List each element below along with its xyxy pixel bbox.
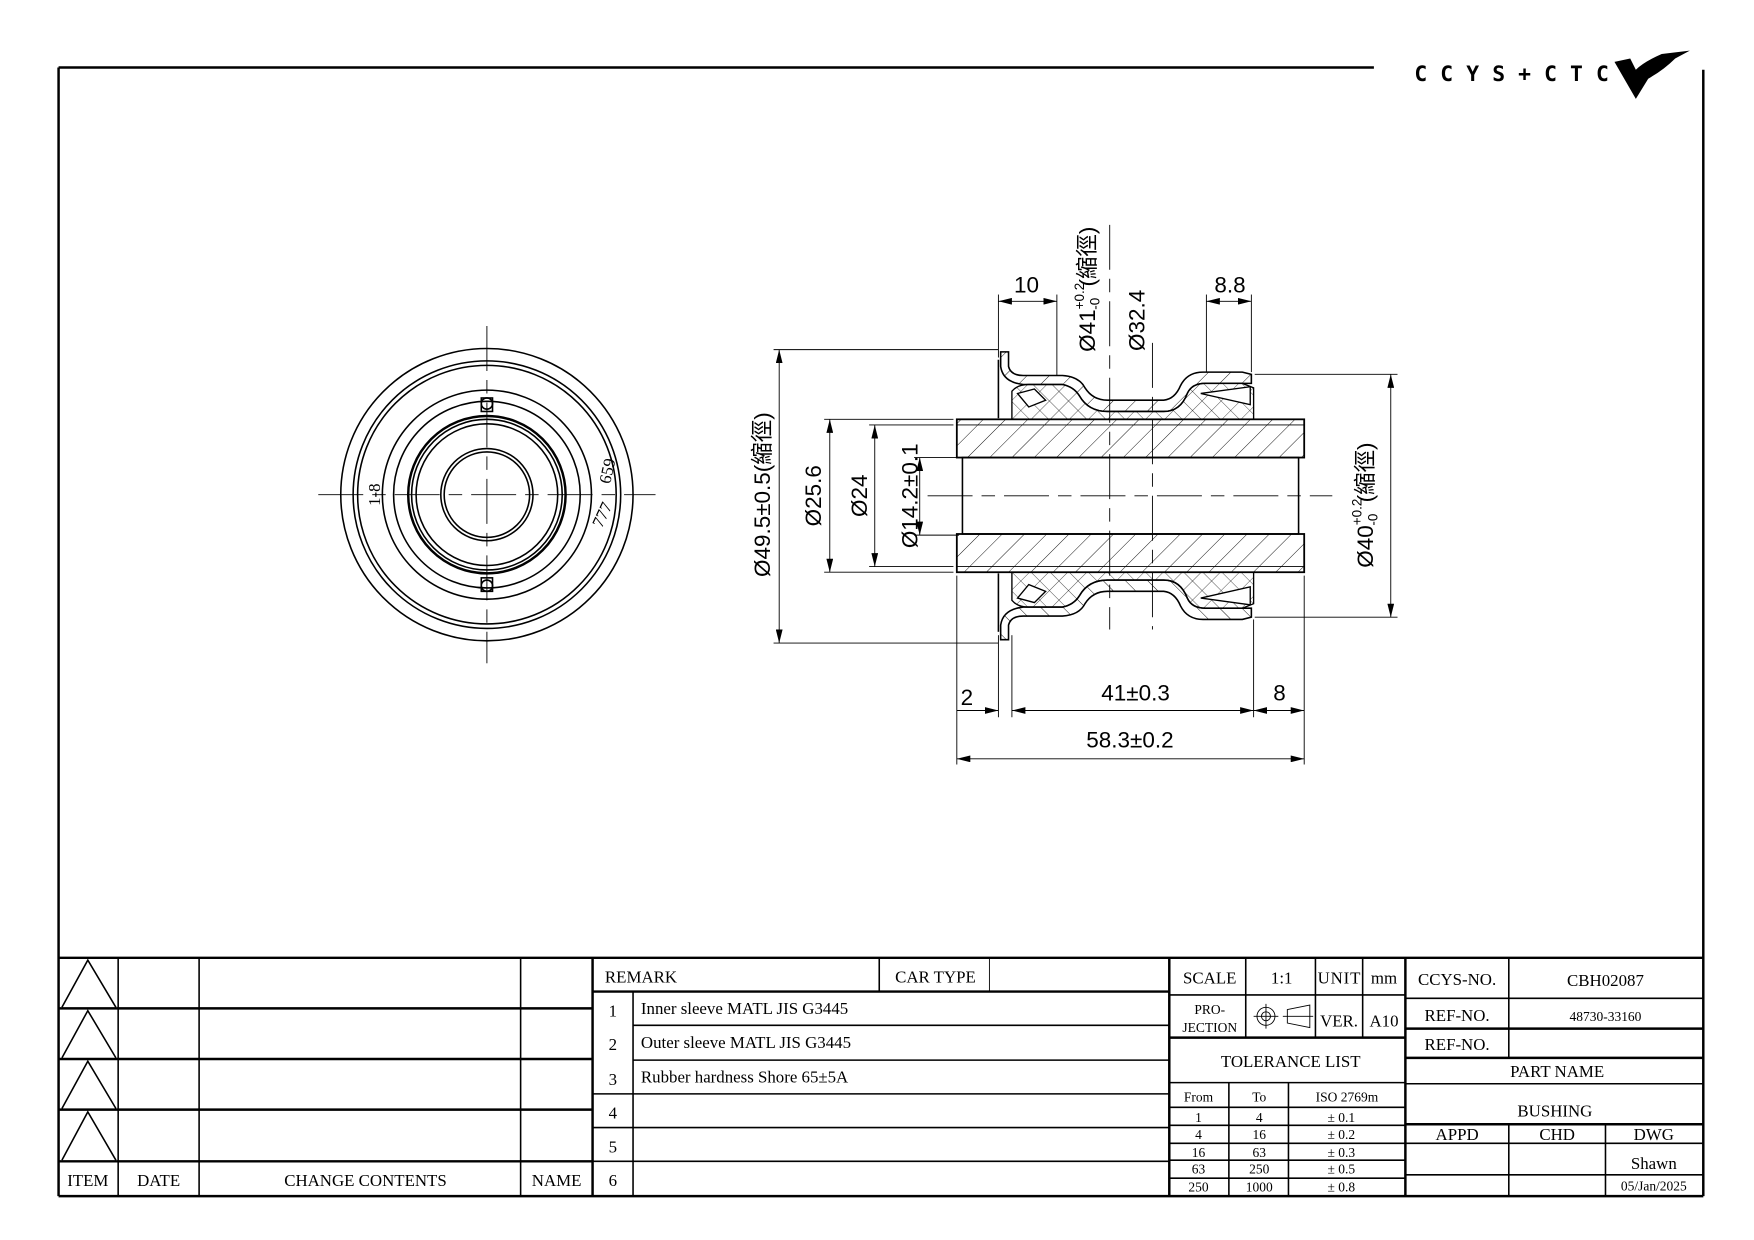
tolerance-title: TOLERANCE LIST [1221, 1052, 1361, 1071]
end-mark-1: 1-8 [365, 483, 384, 505]
remark-header: REMARK [605, 968, 677, 987]
remark-row: 4 [609, 1104, 618, 1123]
dimensions: 10 8.8 Ø41+0.2-0(縮徑) Ø32.4 Ø49.5±0.5(縮徑)… [750, 227, 1398, 765]
part-info-block: CCYS-NO. CBH02087 REF-NO. 48730-33160 RE… [1404, 957, 1704, 1197]
tol-to: 1000 [1246, 1180, 1273, 1195]
dim-flange-width: 10 [1014, 272, 1039, 297]
ref-no-label-1: REF-NO. [1425, 1006, 1490, 1025]
tol-to: 4 [1256, 1110, 1263, 1125]
remark-no: 6 [609, 1171, 617, 1190]
dim-d32: Ø32.4 [1125, 290, 1150, 351]
remark-row: 5 [609, 1137, 617, 1156]
tol-from: 63 [1192, 1162, 1206, 1177]
spec-block: SCALE 1:1 UNIT mm PRO- JECTION VER. A10 … [1168, 957, 1406, 1197]
svg-text:CCYS+CTC: CCYS+CTC [1414, 62, 1611, 87]
dim-d40: Ø40+0.2-0(縮徑) [1350, 442, 1381, 567]
tol-value: ± 0.2 [1327, 1127, 1355, 1142]
logo-mark-icon [1614, 50, 1690, 99]
third-angle-projection-icon [1253, 1003, 1314, 1029]
dim-end-width: 8.8 [1214, 272, 1245, 297]
remark-text: Inner sleeve MATL JIS G3445 [641, 999, 848, 1018]
section-view [927, 224, 1333, 641]
dim-total-length: 58.3±0.2 [1086, 728, 1173, 753]
end-view: 1-8 659 777 [318, 326, 656, 664]
remark-no: 5 [609, 1137, 617, 1156]
rev-header-name: NAME [532, 1171, 582, 1190]
tol-to: 250 [1249, 1162, 1269, 1177]
projection-label: JECTION [1182, 1020, 1237, 1035]
projection-label: PRO- [1194, 1002, 1225, 1017]
tolerance-row: 16 63 ± 0.3 [1192, 1145, 1356, 1160]
dim-d25: Ø25.6 [801, 465, 826, 526]
chd-label: CHD [1539, 1125, 1575, 1144]
unit-value: mm [1371, 969, 1397, 988]
tol-from: 1 [1195, 1110, 1202, 1125]
ref-no-label-2: REF-NO. [1425, 1035, 1490, 1054]
remark-no: 2 [609, 1035, 617, 1054]
dim-flange-thickness: 2 [961, 685, 974, 710]
remark-text: Outer sleeve MATL JIS G3445 [641, 1033, 851, 1052]
tol-value: ± 0.8 [1327, 1180, 1355, 1195]
remark-no: 1 [609, 1001, 617, 1020]
remark-no: 3 [609, 1070, 617, 1089]
unit-label: UNIT [1318, 969, 1361, 988]
scale-value: 1:1 [1271, 969, 1293, 988]
remark-text: Rubber hardness Shore 65±5A [641, 1068, 849, 1087]
ccys-no-value: CBH02087 [1567, 971, 1644, 990]
tolerance-row: 63 250 ± 0.5 [1192, 1162, 1356, 1177]
ver-value: A10 [1369, 1011, 1398, 1030]
dwg-label: DWG [1634, 1125, 1674, 1144]
drawn-by: Shawn [1631, 1154, 1677, 1173]
remark-row: 2 Outer sleeve MATL JIS G3445 [609, 1033, 851, 1054]
part-name-label: PART NAME [1510, 1062, 1604, 1081]
tolerance-header-from: From [1184, 1090, 1214, 1105]
tol-to: 16 [1252, 1127, 1266, 1142]
tolerance-row: 250 1000 ± 0.8 [1188, 1180, 1355, 1195]
company-logo: CCYS+CTC [1414, 50, 1690, 99]
dim-body-length: 41±0.3 [1101, 680, 1170, 705]
tol-value: ± 0.1 [1327, 1110, 1355, 1125]
tolerance-header-iso: ISO 2769m [1316, 1090, 1379, 1105]
dim-end-length: 8 [1273, 680, 1285, 705]
remarks-table: REMARK CAR TYPE 1 Inner sleeve MATL JIS G… [592, 957, 1170, 1197]
ref-no-value-1: 48730-33160 [1570, 1009, 1642, 1024]
remark-row: 6 [609, 1171, 617, 1190]
dim-d14: Ø14.2±0.1 [897, 443, 922, 548]
tol-value: ± 0.5 [1327, 1162, 1355, 1177]
appd-label: APPD [1436, 1125, 1479, 1144]
remark-row: 3 Rubber hardness Shore 65±5A [609, 1068, 849, 1089]
tolerance-row: 1 4 ± 0.1 [1195, 1110, 1355, 1125]
dim-d41: Ø41+0.2-0(縮徑) [1072, 227, 1103, 352]
remark-no: 4 [609, 1104, 618, 1123]
car-type-label: CAR TYPE [895, 968, 976, 987]
end-mark-2: 659 [596, 457, 620, 486]
tol-from: 4 [1195, 1127, 1202, 1142]
remark-row: 1 Inner sleeve MATL JIS G3445 [609, 999, 849, 1020]
tolerance-header-to: To [1252, 1090, 1266, 1105]
part-name-value: BUSHING [1517, 1101, 1592, 1120]
ccys-no-label: CCYS-NO. [1418, 970, 1496, 989]
rev-header-item: ITEM [67, 1171, 108, 1190]
tol-to: 63 [1252, 1145, 1266, 1160]
ver-label: VER. [1320, 1011, 1358, 1030]
tolerance-row: 4 16 ± 0.2 [1195, 1127, 1355, 1142]
sheet-frame [57, 66, 1705, 1198]
tol-value: ± 0.3 [1327, 1145, 1355, 1160]
dim-d49: Ø49.5±0.5(縮徑) [750, 412, 775, 577]
rev-header-change-contents: CHANGE CONTENTS [284, 1171, 447, 1190]
tol-from: 250 [1188, 1180, 1208, 1195]
revision-table: ITEM DATE CHANGE CONTENTS NAME [58, 957, 594, 1197]
drawing-date: 05/Jan/2025 [1621, 1179, 1687, 1194]
scale-label: SCALE [1183, 969, 1236, 988]
dim-d24: Ø24 [847, 475, 872, 517]
title-block: ITEM DATE CHANGE CONTENTS NAME REMARK CA… [58, 956, 1704, 1197]
rev-header-date: DATE [137, 1171, 180, 1190]
tol-from: 16 [1192, 1145, 1206, 1160]
